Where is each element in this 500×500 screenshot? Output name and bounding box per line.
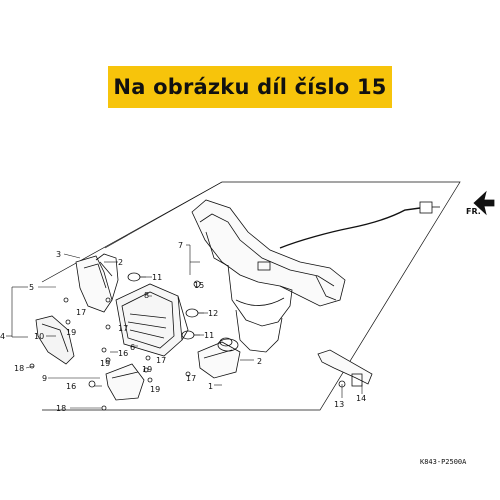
callout-17b: 17 <box>118 324 128 333</box>
callout-13: 13 <box>334 400 344 409</box>
callout-2b: 2 <box>257 357 262 366</box>
front-direction-arrow <box>473 190 495 216</box>
fasteners <box>29 280 346 411</box>
right-turn-signal-1 <box>197 338 241 379</box>
callout-9: 9 <box>42 374 47 383</box>
callout-labels: 1 2 2 3 4 5 6 7 8 9 10 11 11 12 13 14 15… <box>0 207 481 466</box>
banner-text: Na obrázku díl číslo 15 <box>113 75 387 99</box>
bulb-11a <box>127 272 146 282</box>
callout-19c: 19 <box>142 365 152 374</box>
callout-18a: 18 <box>14 364 24 373</box>
bulb-11b <box>181 330 200 340</box>
callout-17a: 17 <box>76 308 86 317</box>
callout-19a: 19 <box>66 328 76 337</box>
callout-10: 10 <box>34 332 44 341</box>
reflector-bracket-14 <box>317 349 373 387</box>
callout-5: 5 <box>29 283 34 292</box>
callout-4: 4 <box>0 332 5 341</box>
left-lens-4 <box>35 315 75 365</box>
callout-14: 14 <box>356 394 366 403</box>
callout-18b: 18 <box>56 404 66 413</box>
rear-fender-bracket <box>191 199 346 353</box>
callout-2a: 2 <box>118 258 123 267</box>
callout-11a: 11 <box>152 273 162 282</box>
callout-8: 8 <box>144 291 149 300</box>
wiring-harness <box>279 207 421 249</box>
leader-lines <box>6 244 363 409</box>
assembly-frame <box>41 181 461 411</box>
left-turn-signal-lower-9 <box>105 363 145 401</box>
bulb-2 <box>219 337 233 347</box>
direction-label: FR. <box>466 207 481 216</box>
callout-17c: 17 <box>156 356 166 365</box>
bulb-12 <box>185 308 204 318</box>
callout-12: 12 <box>208 309 218 318</box>
callout-17d: 17 <box>186 374 196 383</box>
callout-6: 6 <box>130 343 135 352</box>
callout-3: 3 <box>56 250 61 259</box>
callout-11b: 11 <box>204 331 214 340</box>
part-number-banner: Na obrázku díl číslo 15 <box>108 66 392 108</box>
callout-19b: 19 <box>100 359 110 368</box>
callout-7: 7 <box>178 241 183 250</box>
taillight-lens-8 <box>115 283 189 357</box>
callout-15: 15 <box>194 281 204 290</box>
left-turn-signal-upper <box>75 253 119 313</box>
callout-1: 1 <box>208 382 213 391</box>
callout-16b: 16 <box>66 382 76 391</box>
callout-19d: 19 <box>150 385 160 394</box>
drawing-code: K843-P2500A <box>420 458 467 466</box>
callout-16a: 16 <box>118 349 128 358</box>
harness-connector <box>419 201 433 214</box>
